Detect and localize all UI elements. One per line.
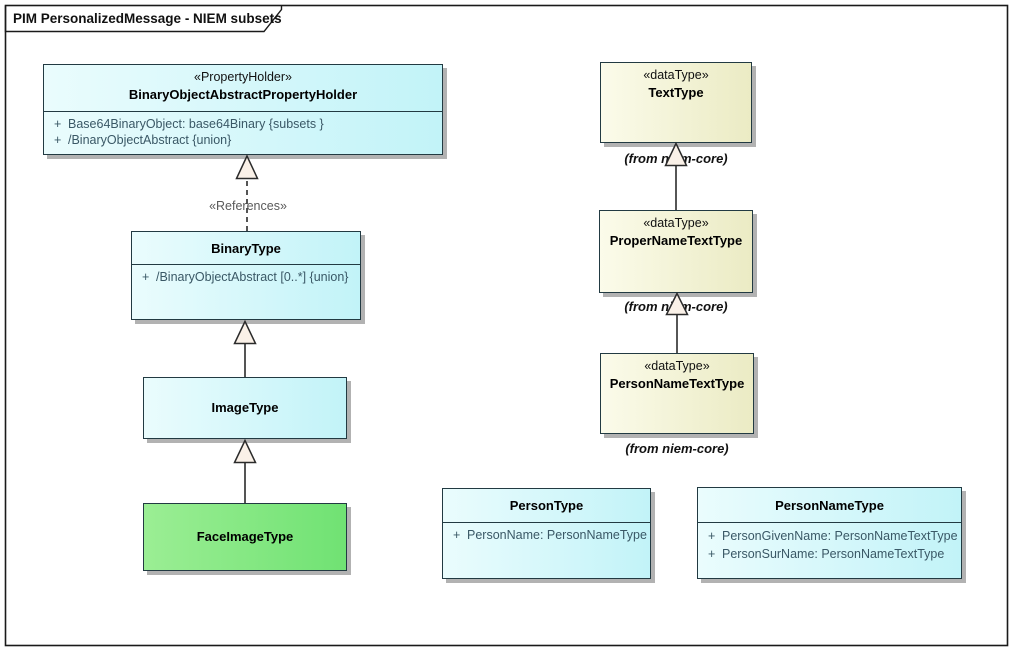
- from-package-note: (from niem-core): [624, 299, 728, 314]
- class-name: PersonNameType: [775, 498, 884, 513]
- class-header: PersonNameType: [698, 488, 961, 523]
- class-stereotype: «PropertyHolder»: [194, 70, 292, 84]
- from-package-note: (from niem-core): [624, 151, 728, 166]
- attribute-text: /BinaryObjectAbstract [0..*] {union}: [156, 270, 349, 284]
- attribute-row: + /BinaryObjectAbstract [0..*] {union}: [132, 270, 360, 286]
- class-person-name-text-type[interactable]: «dataType» PersonNameTextType: [600, 353, 754, 434]
- visibility-marker: +: [54, 132, 62, 147]
- attribute-text: Base64BinaryObject: base64Binary {subset…: [68, 117, 324, 131]
- visibility-marker: +: [708, 546, 716, 561]
- attribute-compartment: + PersonName: PersonNameType: [443, 523, 650, 544]
- attribute-row: + PersonSurName: PersonNameTextType: [698, 546, 961, 564]
- class-header: «PropertyHolder» BinaryObjectAbstractPro…: [44, 65, 442, 112]
- attribute-row: + /BinaryObjectAbstract {union}: [44, 133, 442, 149]
- class-name: FaceImageType: [196, 529, 294, 544]
- attribute-row: + PersonName: PersonNameType: [443, 528, 650, 544]
- class-name: ProperNameTextType: [609, 233, 743, 248]
- class-name: ImageType: [211, 400, 279, 415]
- attribute-text: PersonName: PersonNameType: [467, 528, 647, 542]
- visibility-marker: +: [708, 529, 716, 543]
- diagram-frame-title: PIM PersonalizedMessage - NIEM subsets: [13, 11, 282, 26]
- class-name: PersonNameTextType: [609, 376, 745, 391]
- references-arrowhead: [235, 154, 259, 180]
- class-name: BinaryType: [211, 241, 281, 256]
- class-stereotype: «dataType»: [643, 216, 709, 230]
- attribute-compartment: + /BinaryObjectAbstract [0..*] {union}: [132, 265, 360, 286]
- visibility-marker: +: [142, 270, 150, 284]
- attribute-text: PersonSurName: PersonNameTextType: [722, 546, 945, 561]
- class-name: TextType: [648, 85, 704, 100]
- class-header: PersonType: [443, 489, 650, 523]
- attribute-row: + PersonGivenName: PersonNameTextType: [698, 528, 961, 546]
- attribute-text: /BinaryObjectAbstract {union}: [68, 132, 232, 147]
- class-name: PersonType: [509, 498, 584, 513]
- class-stereotype: «dataType»: [644, 359, 710, 373]
- class-header: «dataType» TextType: [601, 63, 751, 102]
- from-package-note: (from niem-core): [625, 441, 729, 456]
- class-person-type[interactable]: PersonType + PersonName: PersonNameType: [442, 488, 651, 579]
- class-binary-object-abstract-property-holder[interactable]: «PropertyHolder» BinaryObjectAbstractPro…: [43, 64, 443, 155]
- generalization-arrowhead: [233, 438, 257, 464]
- class-face-image-type[interactable]: FaceImageType: [143, 503, 347, 571]
- attribute-compartment: + PersonGivenName: PersonNameTextType + …: [698, 523, 961, 563]
- attribute-text: PersonGivenName: PersonNameTextType: [722, 529, 958, 543]
- class-stereotype: «dataType»: [643, 68, 709, 82]
- class-name: BinaryObjectAbstractPropertyHolder: [128, 87, 358, 102]
- class-binary-type[interactable]: BinaryType + /BinaryObjectAbstract [0..*…: [131, 231, 361, 320]
- attribute-row: + Base64BinaryObject: base64Binary {subs…: [44, 117, 442, 133]
- class-person-name-type[interactable]: PersonNameType + PersonGivenName: Person…: [697, 487, 962, 579]
- class-header: «dataType» PersonNameTextType: [601, 354, 753, 393]
- references-connector-label: «References»: [209, 199, 287, 213]
- class-header: «dataType» ProperNameTextType: [600, 211, 752, 250]
- class-header: BinaryType: [132, 232, 360, 265]
- attribute-compartment: + Base64BinaryObject: base64Binary {subs…: [44, 112, 442, 148]
- class-proper-name-text-type[interactable]: «dataType» ProperNameTextType: [599, 210, 753, 293]
- generalization-arrowhead: [233, 319, 257, 345]
- visibility-marker: +: [453, 528, 461, 542]
- visibility-marker: +: [54, 117, 62, 131]
- class-text-type[interactable]: «dataType» TextType: [600, 62, 752, 143]
- class-image-type[interactable]: ImageType: [143, 377, 347, 439]
